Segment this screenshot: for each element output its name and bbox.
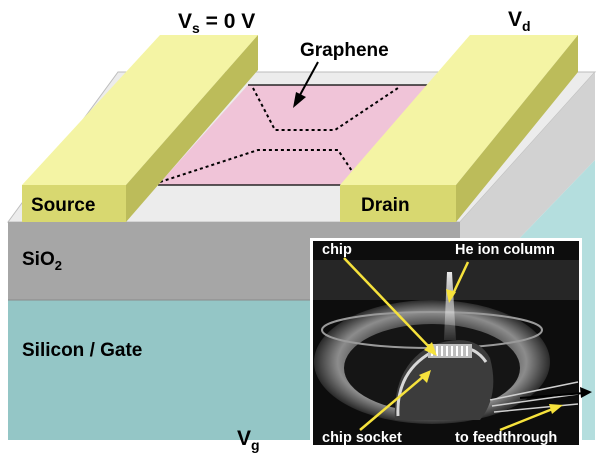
graphene-arrow-line (299, 61, 319, 96)
drain-top-face (340, 35, 578, 185)
source-electrode (22, 35, 258, 222)
vg-label: Vg (237, 427, 260, 453)
vd-label: Vd (508, 8, 531, 34)
chip-pointer-head (424, 342, 437, 356)
sio2-label: SiO2 (22, 249, 62, 273)
column-pointer-head (446, 289, 456, 303)
graphene-arrow-head (293, 92, 306, 108)
inset-to-feedthrough-label: to feedthrough (455, 430, 557, 446)
feedthrough-arrow (519, 392, 586, 399)
constriction-upper (252, 87, 399, 131)
drain-electrode (340, 35, 578, 222)
inset-photo: chip He ion column chip socket to feedth… (310, 238, 592, 448)
drain-front-face (340, 185, 456, 222)
silicon-gate-label: Silicon / Gate (22, 340, 142, 361)
feedthrough-arrow-head (580, 387, 592, 398)
source-front-face (22, 185, 126, 222)
socket-pointer-head (419, 370, 431, 383)
inset-upper-band (313, 260, 579, 300)
socket-pointer (359, 375, 425, 431)
source-top-face (22, 35, 258, 185)
feedthrough-pointer (499, 406, 556, 432)
inset-he-ion-column-label: He ion column (455, 242, 555, 258)
source-side-face (126, 35, 258, 222)
column-pointer (450, 261, 470, 297)
ion-beam (444, 272, 456, 340)
source-label: Source (31, 195, 95, 216)
feedthrough-pointer-head (549, 404, 563, 414)
drain-side-face (456, 35, 578, 222)
graphene-label: Graphene (300, 40, 389, 61)
chip-pointer (343, 257, 433, 351)
inset-pointer-arrows (343, 257, 563, 432)
vs-label: Vs = 0 V (178, 10, 255, 36)
drain-label: Drain (361, 195, 410, 216)
inset-chip-socket-label: chip socket (322, 430, 402, 446)
feedthrough-wires (489, 381, 579, 413)
inset-chip-label: chip (322, 242, 352, 258)
